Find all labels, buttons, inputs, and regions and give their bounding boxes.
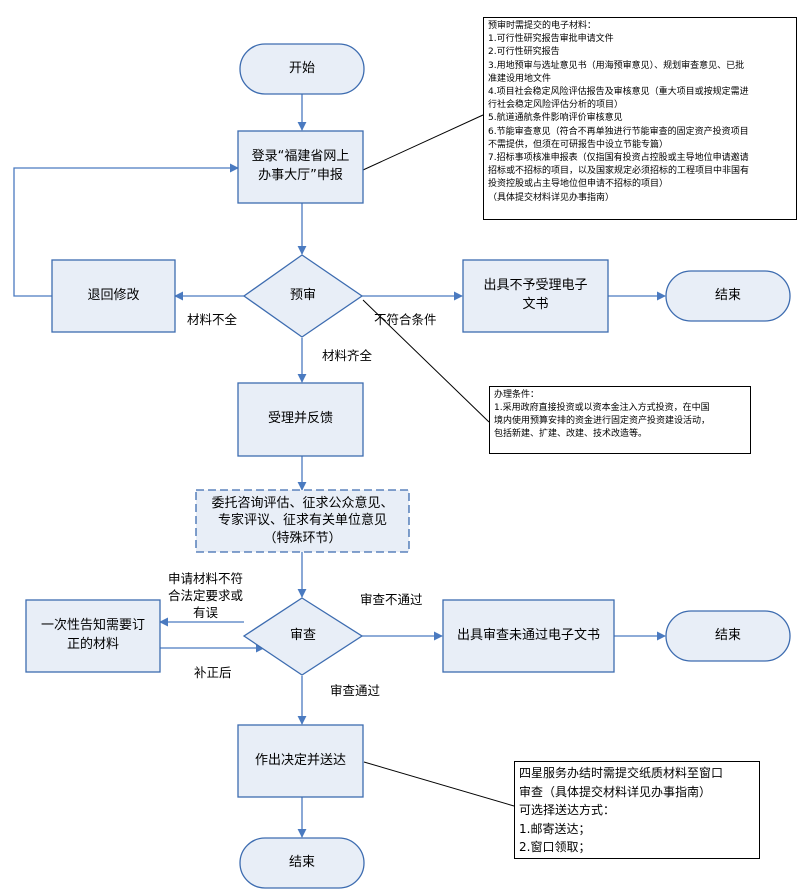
edge-label-non-compliant: 申请材料不符 合法定要求或 有误 [168,571,244,620]
note-line: 1.采用政府直接投资或以资本金注入方式投资，在中国 [494,403,710,413]
note-line: 包括新建、扩建、改建、技术改造等。 [494,429,648,439]
edge-label-review-failed: 审查不通过 [360,592,423,607]
materials-note: 预审时需提交的电子材料： 1.可行性研究报告审批申请文件 2.可行性研究报告 3… [483,17,797,220]
login-box [237,130,364,204]
note-line: 办理条件： [494,390,540,400]
edge-label-after-correction: 补正后 [194,665,232,680]
note-line: 1.邮寄送达； [519,821,591,836]
note-line: 6.节能审查意见（符合不再单独进行节能审查的固定资产投资项目 [488,126,749,137]
edge-label-incomplete: 材料不全 [187,312,238,327]
not-accept-box [462,259,609,333]
note-line: 可选择送达方式： [519,803,616,817]
note-line: 2.窗口领取； [519,840,591,854]
start-terminal [239,43,365,95]
connector-delivery-note [363,761,515,807]
note-line: 四星服务办结时需提交纸质材料至窗口 [519,766,724,780]
edge-label-review-passed: 审查通过 [330,683,381,698]
note-line: （具体提交材料详见办事指南） [488,192,615,203]
note-line: 投资控股或占主导地位但申请不招标的项目） [488,179,669,190]
prereview-diamond [242,254,364,338]
note-line: 5.航道通航条件影响评价审核意见 [488,113,623,124]
end-terminal-2 [665,610,791,662]
accept-feedback-box [237,382,364,457]
end-terminal-3 [239,837,365,889]
arrow-return-login [13,163,239,297]
note-line: 审查（具体提交材料详见办事指南） [519,784,712,799]
decision-box [237,724,364,798]
note-line: 准建设用地文件 [488,73,552,84]
note-line: 1.可行性研究报告审批申请文件 [488,34,614,45]
note-line: 招标或不招标的项目，以及国家规定必须招标的工程项目中非国有 [488,166,750,177]
edge-label-complete: 材料齐全 [322,348,373,363]
note-line: 4.项目社会稳定风险评估报告及审核意见（重大项目或按规定需进 [488,87,749,98]
note-line: 不需提供，但须在可研报告中设立节能专篇） [488,139,669,150]
end-terminal-1 [665,270,791,322]
special-box [195,489,410,553]
notify-correct-box [25,599,161,673]
note-line: 境内使用预算安排的资金进行固定资产投资建设活动， [494,416,711,426]
note-line: 预审时需提交的电子材料： [488,21,597,31]
edge-label-not-qualified: 不符合条件 [374,312,437,327]
fail-doc-box [442,599,615,673]
note-line: 7.招标事项核准申报表（仅指国有投资占控股或主导地位申请邀请 [488,153,749,164]
review-diamond [242,597,364,676]
delivery-note: 四星服务办结时需提交纸质材料至窗口 审查（具体提交材料详见办事指南） 可选择送达… [514,761,760,859]
connector-materials-note [362,114,484,171]
note-line: 2.可行性研究报告 [488,47,560,58]
conditions-note: 办理条件： 1.采用政府直接投资或以资本金注入方式投资，在中国 境内使用预算安排… [489,386,751,454]
note-line: 3.用地预审与选址意见书（用海预审意见）、规划审查意见、已批 [488,60,745,71]
note-line: 行社会稳定风险评估分析的项目） [488,100,624,111]
return-modify-box [51,259,176,333]
connector-conditions-note [362,299,490,423]
